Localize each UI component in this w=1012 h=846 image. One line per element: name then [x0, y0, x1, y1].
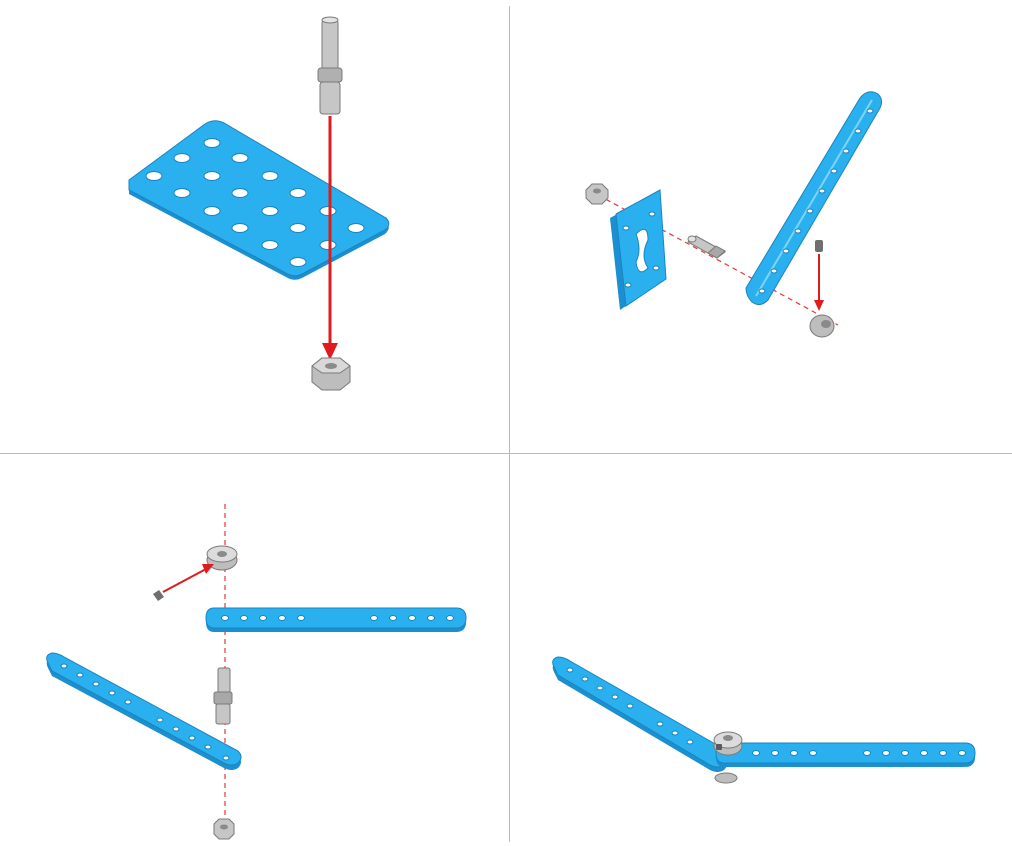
insertion-arrow [322, 116, 338, 360]
hex-nut [213, 818, 235, 840]
shaft-collar [713, 731, 743, 756]
insertion-arrow [162, 564, 214, 593]
shaft [213, 667, 233, 725]
step-2-illustration [585, 91, 883, 338]
set-screw [153, 590, 164, 601]
shaft-collar [206, 545, 238, 571]
horizontal-divider [0, 453, 1012, 454]
beam-lower [46, 652, 242, 770]
base-plate [128, 120, 390, 280]
shaft [687, 235, 726, 259]
step-2-panel [510, 0, 1010, 450]
step-4-panel [510, 454, 1010, 846]
insertion-arrow [814, 254, 824, 311]
vertical-divider [509, 6, 510, 842]
step-3-panel [0, 454, 505, 846]
step-1-panel [0, 0, 505, 450]
beam-left [552, 656, 729, 772]
shaft [317, 16, 343, 115]
beam [745, 91, 883, 306]
shaft-collar [809, 314, 835, 338]
hex-nut [311, 357, 351, 391]
step-3-illustration [46, 504, 467, 840]
step-4-illustration [552, 656, 976, 784]
hex-nut [714, 772, 738, 784]
step-1-illustration [128, 16, 390, 391]
hex-nut-small [585, 183, 609, 205]
mounting-bracket [610, 189, 667, 310]
beam-upper [205, 607, 467, 632]
set-screw [815, 240, 823, 252]
beam-right [715, 742, 976, 767]
